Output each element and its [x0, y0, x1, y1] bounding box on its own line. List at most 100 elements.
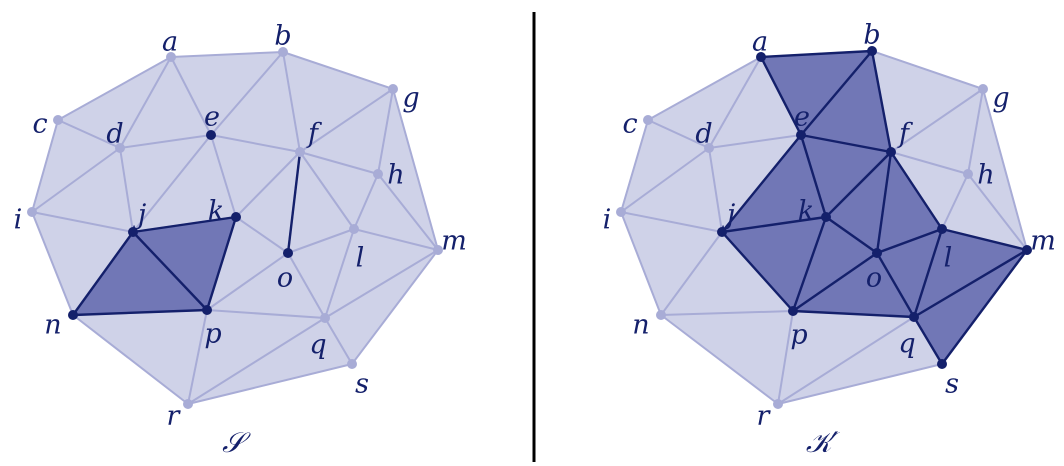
vertex-label-n: n [632, 310, 649, 341]
highlighted-edge-mq [913, 248, 1028, 319]
edge-bg [282, 51, 394, 90]
vertex-h [373, 169, 383, 179]
edge-op [206, 252, 289, 311]
vertex-label-p: p [204, 319, 221, 350]
vertex-i [27, 207, 37, 217]
highlighted-edge-kp [791, 216, 828, 312]
edge-rs [187, 363, 353, 405]
edge-ab [170, 51, 284, 58]
vertex-label-n: n [44, 310, 61, 341]
edge-ko [235, 216, 289, 254]
vertex-f [295, 147, 305, 157]
edge-cd [57, 119, 121, 149]
vertex-m [1022, 245, 1032, 255]
vertex-label-g: g [992, 83, 1009, 114]
edge-cd [647, 119, 710, 149]
edge-ae [170, 56, 212, 136]
edge-hl [353, 173, 379, 230]
edge-ij [620, 211, 723, 233]
highlighted-edge-oq [875, 252, 916, 318]
face-npr [661, 311, 793, 404]
highlighted-edge-bf [870, 50, 893, 153]
edge-rs [777, 363, 943, 405]
edge-de [119, 134, 212, 149]
edge-gm [982, 88, 1028, 251]
edge-lm [353, 228, 439, 251]
vertex-label-a: a [752, 27, 768, 58]
vertex-o [872, 248, 882, 258]
edge-gm [392, 88, 439, 251]
face-npr [73, 310, 207, 404]
vertex-label-o: o [866, 263, 882, 294]
vertex-label-k: k [208, 196, 224, 227]
vertex-label-k: k [798, 196, 814, 227]
face-ekf [211, 135, 300, 217]
highlighted-face-ejk [722, 135, 826, 232]
vertex-label-b: b [863, 20, 880, 51]
vertex-label-h: h [387, 160, 404, 191]
vertex-a [166, 52, 176, 62]
vertex-p [202, 305, 212, 315]
highlighted-edge-jn [72, 231, 134, 316]
highlighted-edge-ej [721, 134, 802, 233]
vertex-b [867, 46, 877, 56]
highlighted-face-kop [793, 217, 877, 311]
edge-ad [119, 56, 172, 149]
edge-ij [31, 211, 134, 233]
highlighted-edge-pq [792, 309, 915, 319]
edge-eb [210, 51, 284, 136]
edge-ci [31, 119, 59, 213]
vertex-d [115, 143, 125, 153]
vertex-g [978, 84, 988, 94]
vertex-label-e: e [204, 102, 220, 133]
face-ijn [621, 212, 722, 315]
vertex-label-r: r [167, 401, 182, 432]
vertex-label-h: h [977, 160, 994, 191]
face-cdi [32, 120, 120, 212]
edge-gh [377, 88, 394, 175]
vertex-e [796, 130, 806, 140]
highlighted-face-olq [877, 229, 942, 317]
edge-mq [324, 249, 439, 319]
vertex-h [963, 169, 973, 179]
vertex-j [128, 227, 138, 237]
vertex-s [937, 359, 947, 369]
vertex-label-g: g [402, 83, 419, 114]
face-bfg [283, 52, 393, 152]
face-fgh [300, 89, 393, 174]
edge-fg [299, 88, 394, 153]
edge-in [620, 211, 662, 316]
face-qms [325, 250, 438, 364]
vertex-label-q: q [898, 329, 915, 360]
vertex-label-c: c [622, 109, 637, 140]
edge-hl [941, 173, 969, 230]
highlighted-edge-np [72, 308, 208, 317]
face-jnp [661, 232, 793, 315]
highlighted-edge-ko [825, 216, 878, 254]
vertex-r [773, 399, 783, 409]
highlighted-face-fol [877, 152, 942, 253]
edge-lo [287, 228, 355, 254]
face-dej [709, 135, 801, 232]
vertex-label-s: s [945, 369, 959, 400]
edge-ms [351, 249, 439, 365]
vertex-p [788, 306, 798, 316]
edge-gh [967, 88, 984, 175]
face-opq [207, 253, 325, 318]
edge-nr [660, 314, 779, 405]
edge-pr [777, 310, 794, 405]
vertex-b [278, 47, 288, 57]
vertex-label-q: q [309, 330, 326, 361]
right-panel-caption: 𝒦′ [806, 426, 841, 459]
edge-qr [187, 317, 326, 405]
face-qrs [188, 318, 352, 404]
edge-kf [235, 151, 301, 218]
edge-ef [210, 134, 301, 153]
vertex-s [347, 359, 357, 369]
edge-bg [871, 50, 984, 90]
vertex-q [909, 312, 919, 322]
face-aeb [171, 52, 283, 135]
